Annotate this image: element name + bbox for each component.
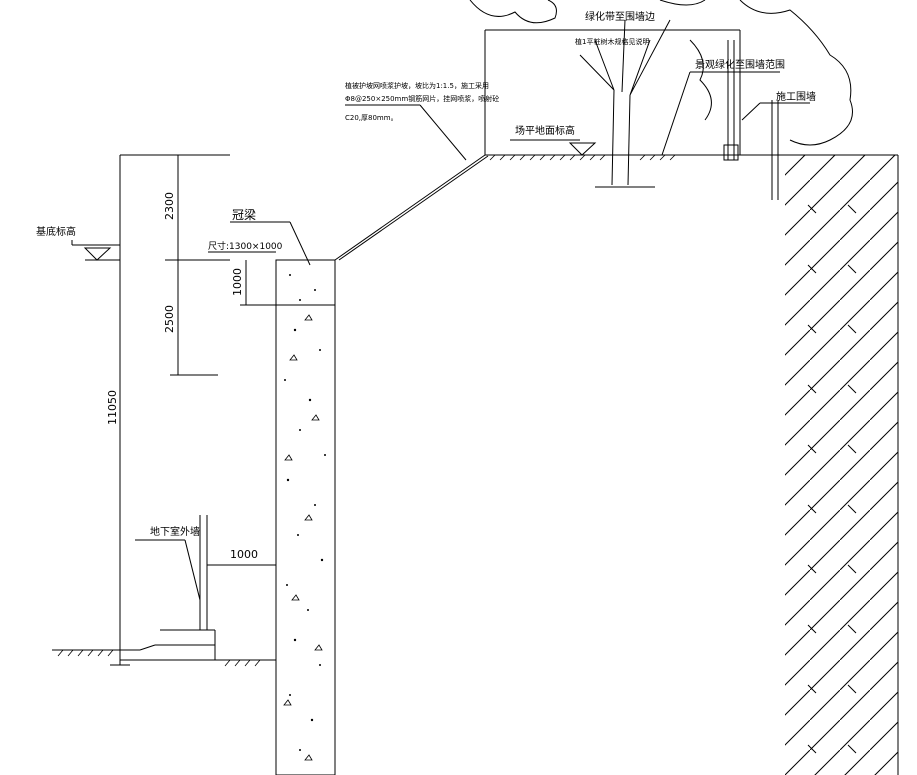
top-ground-line [485,154,785,161]
dim-2500: 2500 [163,305,176,333]
ground-level-label: 场平地面标高 [515,124,575,137]
tree-label-top: 绿化带至围墙边 [585,10,655,23]
dim-2300: 2300 [163,192,176,220]
dimension-lines [71,154,276,666]
slope-note-1: 植被护坡网喷浆护坡，坡比为1:1.5，施工采用 [345,81,489,90]
pile-column [275,259,336,775]
slope-shotcrete [334,104,489,261]
soil-hatch [785,154,899,775]
hardscape-fence-label: 景观绿化至围墙范围 [695,58,785,71]
dim-1000-gap: 1000 [230,548,258,561]
fence-label: 施工围墙 [776,90,816,103]
leader-lines [135,29,810,601]
slope-note-2: Φ8@250×250mm钢筋网片，挂网喷浆，喷射砼 [345,94,499,103]
tree-label-sub: 植1平桩树木规格见说明 [575,37,649,46]
basement-wall-label: 地下室外墙 [150,525,200,538]
slope-note-3: C20,厚80mm。 [345,114,398,122]
basement-floor [52,515,276,667]
cap-beam-size-label: 尺寸:1300×1000 [208,240,283,252]
dim-11050: 11050 [106,390,119,425]
dim-1000-cap: 1000 [231,268,244,296]
base-level-label: 基底标高 [36,225,76,238]
tree-illustration [469,0,853,200]
cap-beam-label: 冠梁 [232,207,256,222]
